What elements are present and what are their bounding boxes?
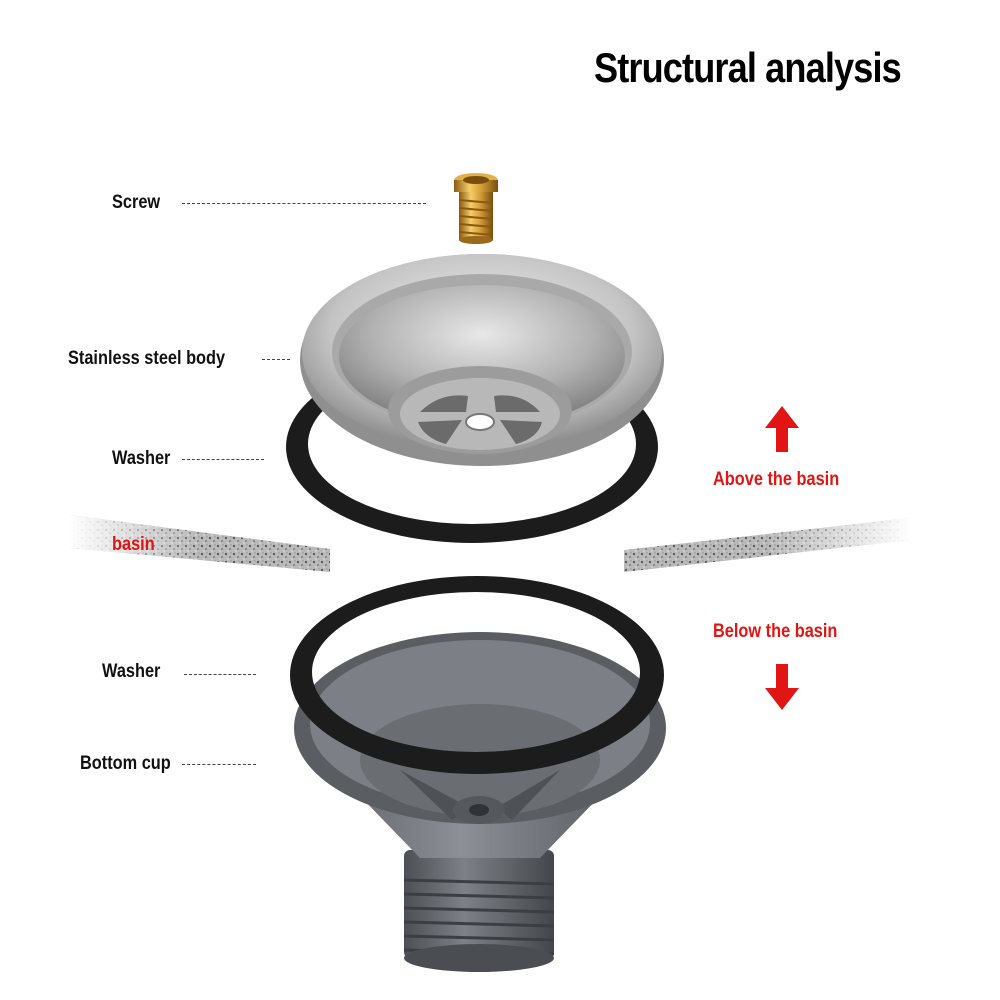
label-basin: basin bbox=[112, 534, 155, 555]
label-above-basin: Above the basin bbox=[713, 469, 840, 490]
leader-line-screw bbox=[182, 203, 426, 204]
leader-line-bottom-cup bbox=[182, 764, 256, 765]
leader-line-washer-bottom bbox=[184, 674, 256, 675]
label-screw: Screw bbox=[112, 192, 161, 213]
stainless-body-part bbox=[300, 254, 664, 466]
basin-slab-right bbox=[624, 518, 910, 572]
bottom-cup-part bbox=[294, 632, 666, 972]
label-washer-bottom: Washer bbox=[102, 661, 161, 682]
arrow-up-icon bbox=[765, 406, 799, 452]
diagram-title: Structural analysis bbox=[594, 44, 902, 91]
leader-line-washer-top bbox=[182, 459, 264, 460]
label-bottom-cup: Bottom cup bbox=[80, 753, 171, 774]
label-washer-top: Washer bbox=[112, 448, 171, 469]
label-stainless-body: Stainless steel body bbox=[68, 348, 226, 369]
basin-slab-left bbox=[70, 515, 330, 572]
arrow-down-icon bbox=[765, 664, 799, 710]
label-below-basin: Below the basin bbox=[713, 621, 838, 642]
leader-line-body bbox=[262, 359, 290, 360]
screw-part bbox=[454, 173, 498, 244]
